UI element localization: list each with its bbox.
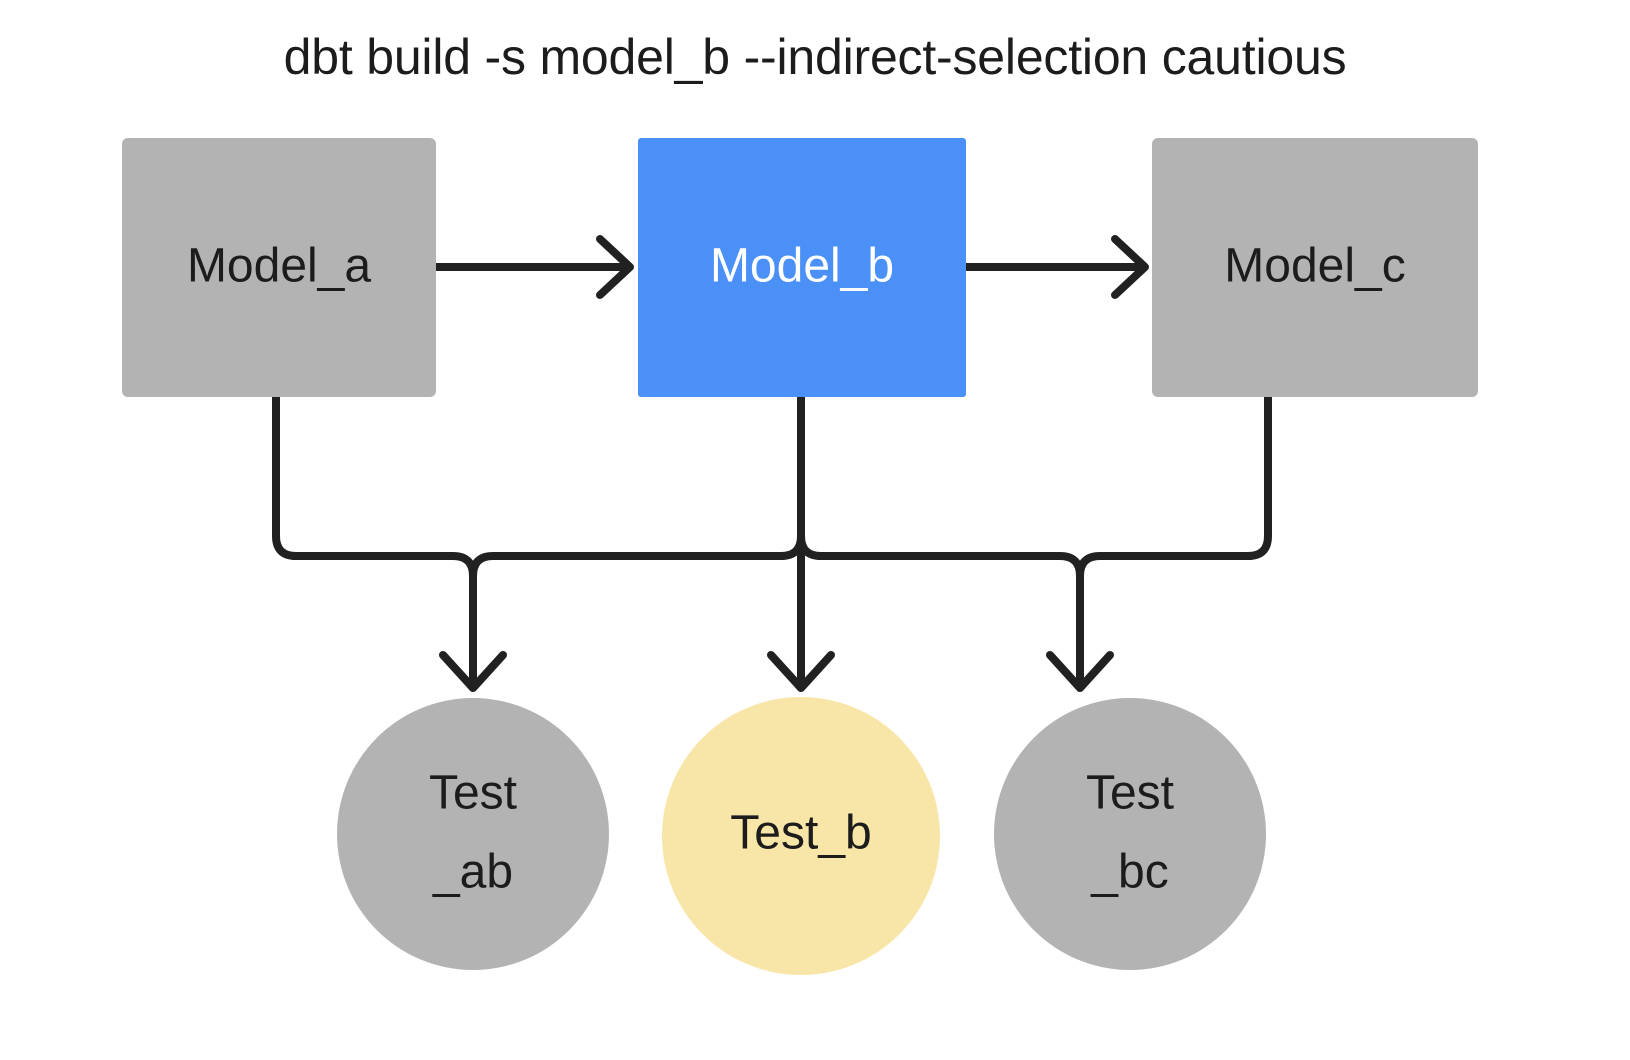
edge-model-c-to-test-bc [1076, 393, 1272, 690]
test-bc-label-line2: _bc [1090, 846, 1168, 899]
test-bc-shape[interactable] [994, 698, 1266, 970]
test-ab-shape[interactable] [337, 698, 609, 970]
edge-model-b-to-model-c [962, 235, 1149, 299]
model-b-label: Model_b [710, 240, 894, 293]
test-bc-label-line1: Test [1086, 767, 1174, 820]
test-node-test-ab[interactable]: Test _ab [337, 698, 609, 970]
test-node-test-b[interactable]: Test_b [662, 697, 940, 975]
diagram-title: dbt build -s model_b --indirect-selectio… [283, 29, 1347, 85]
model-node-model-c[interactable]: Model_c [1152, 138, 1478, 397]
edge-model-a-to-model-b [432, 235, 634, 299]
model-node-model-b[interactable]: Model_b [638, 138, 966, 397]
model-c-label: Model_c [1224, 240, 1405, 293]
model-b-shape[interactable] [638, 138, 966, 397]
model-node-model-a[interactable]: Model_a [122, 138, 436, 397]
test-ab-label-line2: _ab [432, 846, 513, 899]
arrowhead-test-ab [439, 651, 507, 692]
edge-model-b-to-test-ab [469, 393, 805, 690]
edge-layer [272, 235, 1272, 692]
edge-model-a-to-test-ab [272, 393, 477, 690]
test-node-test-bc[interactable]: Test _bc [994, 698, 1266, 970]
test-ab-label-line1: Test [429, 767, 517, 820]
edge-model-b-to-test-bc [797, 393, 1084, 690]
test-b-label-line1: Test_b [730, 807, 871, 860]
model-c-shape[interactable] [1152, 138, 1478, 397]
arrowhead-test-bc [1046, 651, 1114, 692]
model-a-shape[interactable] [122, 138, 436, 397]
test-b-shape[interactable] [662, 697, 940, 975]
model-a-label: Model_a [187, 240, 371, 293]
